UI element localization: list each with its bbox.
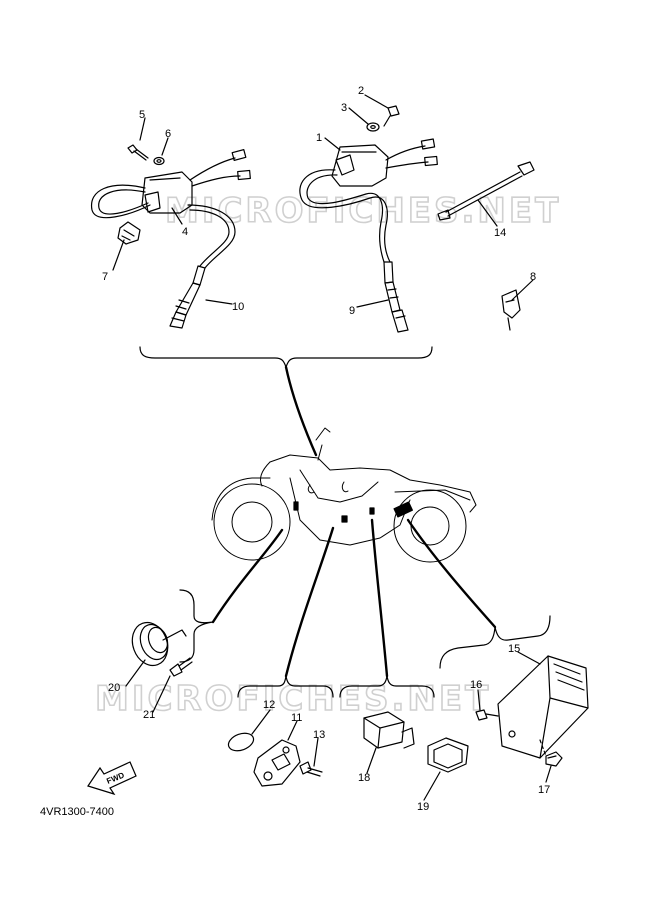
callout-8: 8 (530, 271, 536, 283)
bolt-13 (299, 761, 323, 777)
callout-6: 6 (165, 128, 171, 140)
callout-17: 17 (538, 784, 550, 796)
clamp-7 (117, 221, 141, 245)
fwd-arrow-icon: FWD (87, 761, 137, 796)
callout-2: 2 (358, 85, 364, 97)
callout-12: 12 (263, 699, 275, 711)
plug-cap-10 (169, 265, 206, 329)
ignition-coil-right (299, 138, 438, 263)
brace-sensor (237, 675, 334, 698)
callout-21: 21 (143, 709, 155, 721)
horn-20 (131, 621, 187, 667)
bolt-5 (127, 144, 149, 161)
callout-16: 16 (470, 679, 482, 691)
callout-7: 7 (102, 271, 108, 283)
ignition-coil-left (91, 148, 251, 269)
diagram-code: 4VR1300-7400 (40, 806, 115, 818)
callout-1: 1 (316, 132, 322, 144)
leader-sensor (284, 526, 335, 678)
bolt-2 (383, 105, 400, 127)
watermark-top: MICROFICHES.NET (165, 191, 561, 231)
callout-9: 9 (349, 305, 355, 317)
brace-relay (339, 675, 435, 698)
motorcycle-silhouette (211, 427, 477, 563)
leader-relay (370, 518, 389, 678)
callout-11: 11 (291, 712, 302, 724)
callout-13: 13 (313, 729, 325, 741)
callout-4: 4 (182, 226, 188, 238)
callout-14: 14 (494, 227, 506, 239)
relay-19 (427, 737, 469, 773)
leader-horn (211, 528, 284, 624)
nut-17 (539, 739, 563, 767)
o-ring-12 (227, 732, 255, 752)
callout-3: 3 (341, 102, 347, 114)
relay-18 (363, 711, 415, 749)
washer-3 (366, 122, 380, 132)
callout-10: 10 (232, 301, 244, 313)
sensor-11 (253, 739, 301, 787)
brace-rectifier (439, 615, 551, 669)
callout-20: 20 (108, 682, 120, 694)
bolt-16 (475, 709, 499, 721)
leader-rectifier (406, 518, 497, 629)
clip-8 (501, 289, 521, 331)
brace-top (139, 346, 433, 368)
bolt-21 (169, 657, 193, 677)
callout-18: 18 (358, 772, 370, 784)
leader-top (284, 365, 318, 457)
earth-lead-14 (437, 161, 535, 221)
callout-5: 5 (139, 109, 145, 121)
plug-cap-9 (383, 261, 409, 333)
washer-6 (153, 156, 165, 166)
callout-19: 19 (417, 801, 429, 813)
rectifier-regulator-15 (497, 655, 589, 759)
callout-15: 15 (508, 643, 520, 655)
brace-horn (179, 589, 214, 663)
